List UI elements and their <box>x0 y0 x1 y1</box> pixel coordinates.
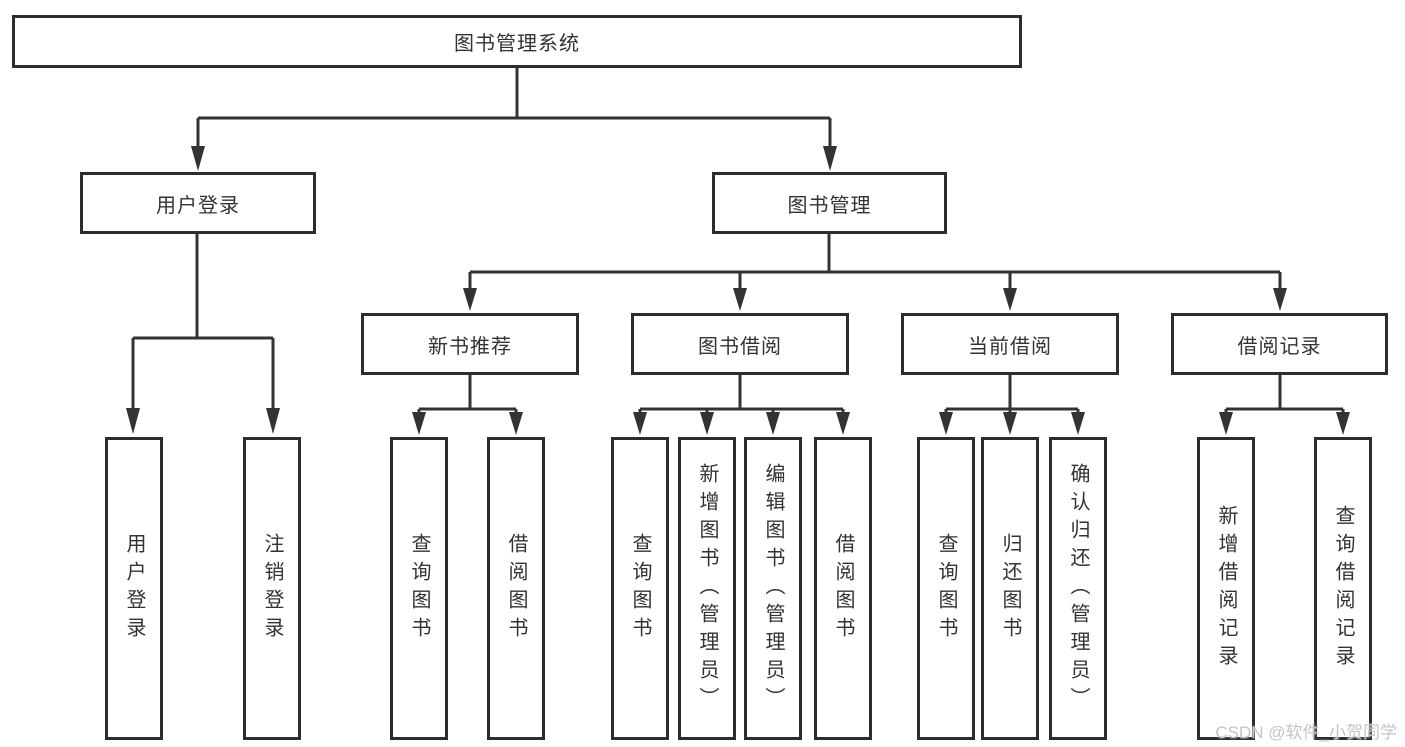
node-label: 借阅记录 <box>1237 335 1322 358</box>
leaf-logout: 注销登录 <box>243 437 301 740</box>
leaf-query-books-3: 查询图书 <box>917 437 975 740</box>
leaf-add-borrow-record: 新增借阅记录 <box>1197 437 1255 740</box>
leaf-label: 新增图书（管理员） <box>696 462 718 715</box>
leaf-label: 归还图书 <box>999 532 1021 645</box>
leaf-confirm-return-admin: 确认归还（管理员） <box>1049 437 1107 740</box>
leaf-label: 查询图书 <box>408 532 430 645</box>
leaf-add-books-admin: 新增图书（管理员） <box>678 437 736 740</box>
node-label: 图书管理系统 <box>454 33 580 55</box>
leaf-query-books-2: 查询图书 <box>611 437 669 740</box>
leaf-label: 新增借阅记录 <box>1215 504 1237 673</box>
node-borrow-records: 借阅记录 <box>1171 313 1388 375</box>
leaf-label: 确认归还（管理员） <box>1067 462 1089 715</box>
leaf-label: 用户登录 <box>123 532 145 645</box>
node-user-login: 用户登录 <box>80 172 316 234</box>
node-label: 图书管理 <box>787 194 872 217</box>
node-current-borrow: 当前借阅 <box>901 313 1119 375</box>
leaf-label: 查询图书 <box>629 532 651 645</box>
leaf-query-borrow-record: 查询借阅记录 <box>1314 437 1372 740</box>
node-label: 用户登录 <box>156 194 240 217</box>
node-book-management: 图书管理 <box>712 172 947 234</box>
leaf-user-login: 用户登录 <box>105 437 163 740</box>
node-book-borrow: 图书借阅 <box>631 313 849 375</box>
node-label: 当前借阅 <box>968 335 1052 358</box>
node-new-book-recommend: 新书推荐 <box>361 313 579 375</box>
leaf-label: 借阅图书 <box>505 532 527 645</box>
leaf-return-books: 归还图书 <box>981 437 1039 740</box>
leaf-label: 编辑图书（管理员） <box>762 462 784 715</box>
leaf-label: 注销登录 <box>261 532 283 645</box>
node-label: 图书借阅 <box>698 335 782 358</box>
leaf-label: 查询借阅记录 <box>1332 504 1354 673</box>
leaf-label: 借阅图书 <box>832 532 854 645</box>
leaf-borrow-books-1: 借阅图书 <box>487 437 545 740</box>
leaf-borrow-books-2: 借阅图书 <box>814 437 872 740</box>
leaf-edit-books-admin: 编辑图书（管理员） <box>744 437 802 740</box>
leaf-query-books-1: 查询图书 <box>390 437 448 740</box>
leaf-label: 查询图书 <box>935 532 957 645</box>
node-label: 新书推荐 <box>428 335 512 358</box>
node-library-system: 图书管理系统 <box>12 15 1022 68</box>
arrowheads <box>126 146 1350 435</box>
